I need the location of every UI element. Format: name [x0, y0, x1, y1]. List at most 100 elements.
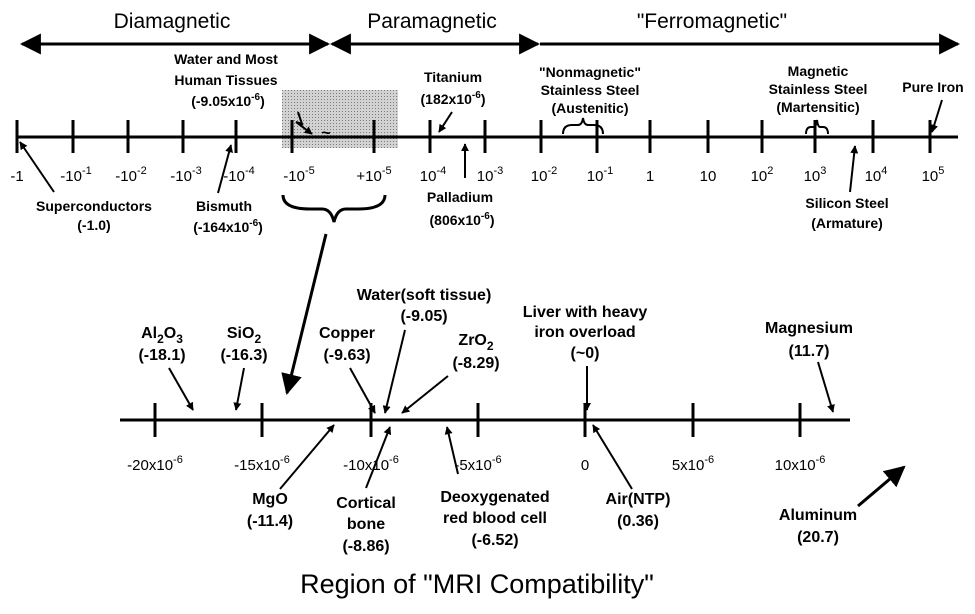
bottom-tick-label: 0	[581, 457, 589, 474]
magnesium-value: (11.7)	[789, 343, 830, 360]
pure-iron-label: Pure Iron	[902, 79, 963, 95]
aluminum-value: (20.7)	[797, 529, 839, 546]
titanium-value: (182x10-6)	[421, 90, 486, 107]
sio2-formula: SiO2	[227, 325, 262, 346]
nonmag-line1: "Nonmagnetic"	[539, 64, 641, 80]
top-axis-ticks: -1 -10-1 -10-2 -10-3 -10-4 -10-5 +10-5 10-4 10-3…	[10, 120, 944, 185]
aluminum-annotation: Aluminum (20.7)	[779, 465, 906, 546]
diagram-title: Region of "MRI Compatibility"	[300, 569, 654, 599]
paramagnetic-label: Paramagnetic	[367, 10, 497, 33]
titanium-name: Titanium	[424, 69, 482, 85]
magsteel-line3: (Martensitic)	[776, 99, 859, 115]
liver-line2: iron overload	[534, 324, 635, 341]
copper-annotation: Copper (-9.63)	[319, 325, 376, 414]
water-tissues-line2: Human Tissues	[174, 72, 277, 88]
liver-line1: Liver with heavy	[523, 304, 648, 321]
bottom-tick-label: -10x10-6	[343, 454, 399, 474]
mgo-annotation: MgO (-11.4)	[247, 424, 335, 530]
liver-annotation: Liver with heavy iron overload (~0)	[523, 304, 648, 411]
cortical-line2: bone	[347, 516, 385, 533]
water-name: Water(soft tissue)	[357, 287, 492, 304]
top-tick-label: -10-5	[283, 165, 314, 185]
top-tick-label: 102	[751, 165, 774, 185]
deoxy-value: (-6.52)	[471, 532, 518, 549]
zro2-formula: ZrO2	[458, 332, 493, 353]
top-tick-label: -10-1	[60, 165, 91, 185]
magsteel-line2: Stainless Steel	[769, 81, 868, 97]
magsteel-line1: Magnetic	[788, 63, 849, 79]
al2o3-value: (-18.1)	[138, 347, 185, 364]
deoxy-annotation: Deoxygenated red blood cell (-6.52)	[440, 426, 550, 549]
top-tick-label: 10-2	[531, 165, 557, 185]
magnesium-annotation: Magnesium (11.7)	[765, 320, 853, 413]
top-tick-label: +10-5	[356, 165, 391, 185]
magnesium-name: Magnesium	[765, 320, 853, 337]
al2o3-formula: Al2O3	[141, 325, 183, 346]
palladium-name: Palladium	[427, 189, 493, 205]
top-tick-label: 10	[700, 168, 717, 185]
nonmagnetic-steel-annotation: "Nonmagnetic" Stainless Steel (Austeniti…	[539, 64, 641, 135]
superconductors-annotation: Superconductors (-1.0)	[19, 141, 152, 233]
silicon-steel-line2: (Armature)	[811, 215, 883, 231]
zro2-value: (-8.29)	[452, 355, 499, 372]
liver-value: (~0)	[571, 345, 600, 362]
bismuth-annotation: Bismuth (-164x10-6)	[193, 144, 263, 235]
bottom-tick-label: 5x10-6	[672, 454, 714, 474]
sio2-value: (-16.3)	[220, 347, 267, 364]
air-name: Air(NTP)	[606, 491, 671, 508]
top-tick-label: -10-2	[115, 165, 146, 185]
zro2-annotation: ZrO2 (-8.29)	[401, 332, 500, 414]
silicon-steel-line1: Silicon Steel	[805, 195, 888, 211]
top-tick-label: 103	[804, 165, 827, 185]
top-tick-label: 105	[922, 165, 945, 185]
water-value: (-9.05)	[400, 308, 447, 325]
silicon-steel-annotation: Silicon Steel (Armature)	[805, 145, 889, 231]
bismuth-name: Bismuth	[196, 198, 252, 214]
top-tick-label: 10-3	[477, 165, 503, 185]
diamagnetic-label: Diamagnetic	[114, 10, 231, 33]
aluminum-name: Aluminum	[779, 507, 857, 524]
magnetic-steel-annotation: Magnetic Stainless Steel (Martensitic)	[769, 63, 868, 135]
ferromagnetic-label: "Ferromagnetic"	[637, 10, 787, 33]
deoxy-line2: red blood cell	[443, 510, 547, 527]
air-annotation: Air(NTP) (0.36)	[592, 424, 671, 530]
al2o3-annotation: Al2O3 (-18.1)	[138, 325, 194, 411]
water-annotation: Water(soft tissue) (-9.05)	[357, 287, 492, 414]
bottom-tick-label: -15x10-6	[234, 454, 290, 474]
copper-value: (-9.63)	[323, 347, 370, 364]
mgo-name: MgO	[252, 491, 288, 508]
region-connector-arrow	[281, 233, 328, 396]
nonmag-line2: Stainless Steel	[541, 82, 640, 98]
bottom-axis-ticks: -20x10-6 -15x10-6 -10x10-6 -5x10-6 0 5x10-6 10…	[127, 403, 825, 474]
air-value: (0.36)	[617, 513, 659, 530]
top-tick-label: -10-3	[170, 165, 201, 185]
copper-name: Copper	[319, 325, 375, 342]
bismuth-value: (-164x10-6)	[193, 218, 263, 235]
palladium-annotation: Palladium (806x10-6)	[427, 143, 495, 228]
mgo-value: (-11.4)	[247, 513, 293, 530]
top-tick-label: -10-4	[223, 165, 254, 185]
top-tick-label: -1	[10, 168, 23, 185]
region-brace	[281, 194, 387, 223]
superconductors-name: Superconductors	[36, 198, 152, 214]
superconductors-value: (-1.0)	[77, 217, 110, 233]
palladium-value: (806x10-6)	[430, 211, 495, 228]
water-tissues-annotation: Water and Most Human Tissues (-9.05x10-6…	[174, 51, 313, 135]
deoxy-line1: Deoxygenated	[440, 489, 549, 506]
pure-iron-annotation: Pure Iron	[902, 79, 964, 133]
top-tick-label: 104	[865, 165, 888, 185]
cortical-value: (-8.86)	[342, 538, 389, 555]
top-tick-label: 10-4	[420, 165, 446, 185]
cortical-line1: Cortical	[336, 495, 396, 512]
sio2-annotation: SiO2 (-16.3)	[220, 325, 268, 411]
cortical-bone-annotation: Cortical bone (-8.86)	[336, 426, 396, 555]
bottom-tick-label: -20x10-6	[127, 454, 183, 474]
top-tick-label: 1	[646, 168, 654, 185]
bottom-tick-label: 10x10-6	[775, 454, 826, 474]
titanium-annotation: Titanium (182x10-6)	[421, 69, 486, 133]
bottom-tick-label: -5x10-6	[454, 454, 501, 474]
axis-tilde: ~	[321, 125, 330, 142]
water-tissues-line1: Water and Most	[174, 51, 278, 67]
